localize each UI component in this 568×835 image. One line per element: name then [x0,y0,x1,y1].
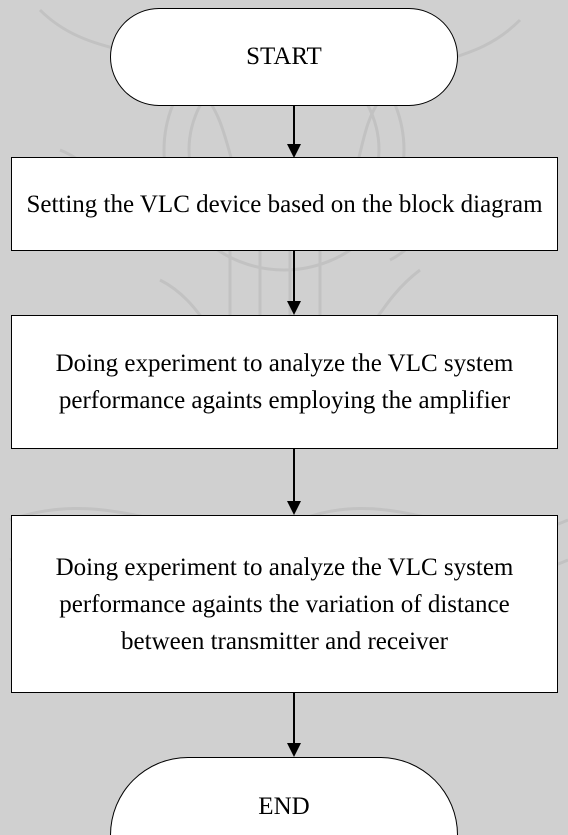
step-3-text: Doing experiment to analyze the VLC syst… [55,553,514,655]
arrow-start-to-step1 [284,106,304,158]
end-terminal: END [110,757,458,835]
arrow-step1-to-step2 [284,251,304,315]
step-distance-experiment: Doing experiment to analyze the VLC syst… [11,515,558,693]
arrow-step2-to-step3 [284,449,304,515]
step-amplifier-experiment: Doing experiment to analyze the VLC syst… [11,315,558,449]
step-setting-device: Setting the VLC device based on the bloc… [11,157,558,251]
arrow-step3-to-end [284,693,304,757]
start-label: START [246,43,322,70]
step-1-text: Setting the VLC device based on the bloc… [26,190,543,218]
start-terminal: START [110,8,458,106]
end-label: END [258,792,310,820]
step-2-text: Doing experiment to analyze the VLC syst… [55,350,514,414]
